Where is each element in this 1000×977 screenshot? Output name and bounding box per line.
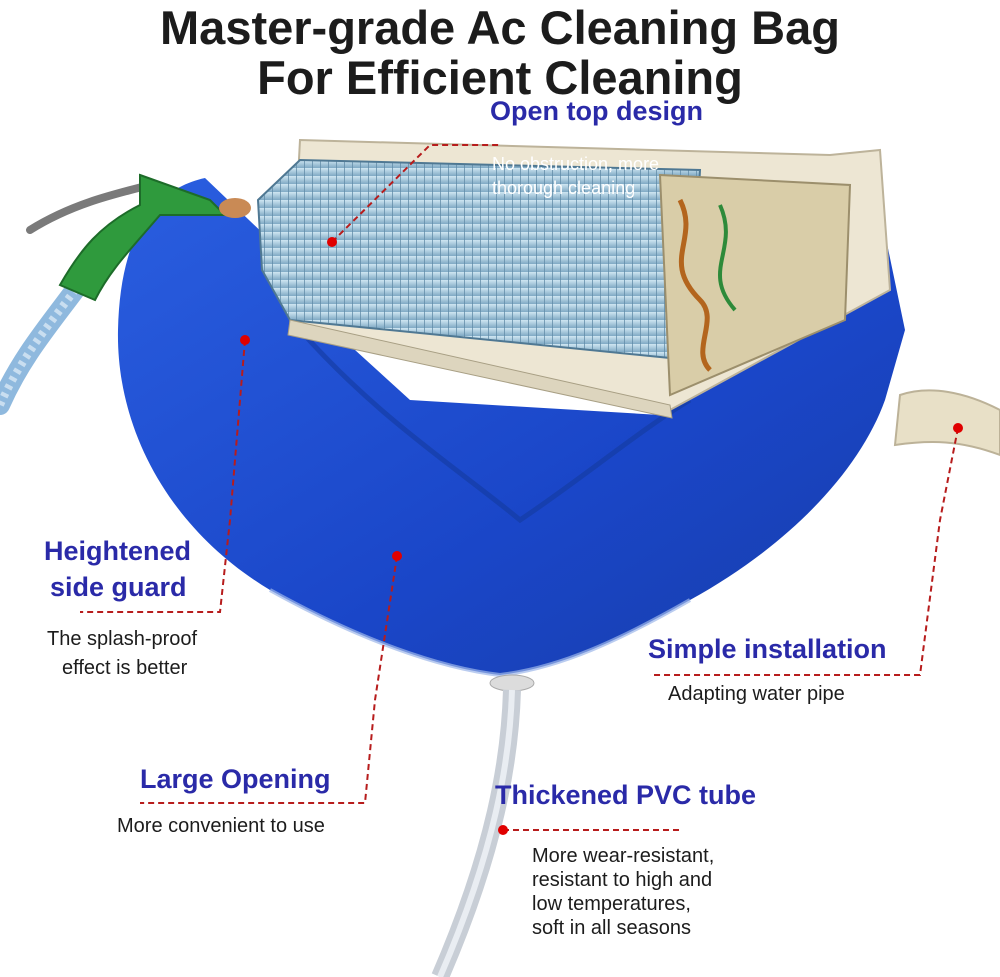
drain-pipe — [893, 389, 1000, 457]
pvc-tube-desc-3: low temperatures, — [532, 893, 691, 915]
side-guard-heading-1: Heightened — [44, 536, 192, 566]
pvc-tube-desc-2: resistant to high and — [532, 869, 713, 891]
pvc-tube-heading: Thickened PVC tube — [495, 780, 757, 810]
side-guard-desc-2: effect is better — [62, 657, 188, 679]
bag-fold — [298, 328, 692, 524]
open-top-desc-1: No obstruction, more — [492, 154, 660, 174]
title-line-2: For Efficient Cleaning — [257, 51, 743, 104]
ac-unit — [256, 138, 892, 419]
simple-install-desc: Adapting water pipe — [668, 683, 845, 705]
side-guard-desc-1: The splash-proof — [47, 628, 198, 650]
open-top-desc-2: thorough cleaning — [492, 178, 636, 198]
pvc-tube-desc-4: soft in all seasons — [532, 917, 691, 939]
leader-dots — [240, 237, 963, 835]
cleaning-bag — [117, 178, 906, 675]
leader-lines — [80, 144, 959, 831]
pvc-tube-desc-1: More wear-resistant, — [532, 845, 715, 867]
large-opening-desc: More convenient to use — [117, 815, 325, 837]
hose — [0, 280, 85, 415]
simple-install-heading: Simple installation — [648, 634, 887, 664]
large-opening-heading: Large Opening — [140, 764, 331, 794]
side-guard-heading-2: side guard — [50, 572, 187, 602]
spray-gun — [26, 173, 251, 302]
bag-rim — [269, 588, 691, 678]
pvc-tube — [431, 674, 535, 977]
title-line-1: Master-grade Ac Cleaning Bag — [160, 1, 840, 54]
open-top-heading: Open top design — [490, 96, 703, 126]
